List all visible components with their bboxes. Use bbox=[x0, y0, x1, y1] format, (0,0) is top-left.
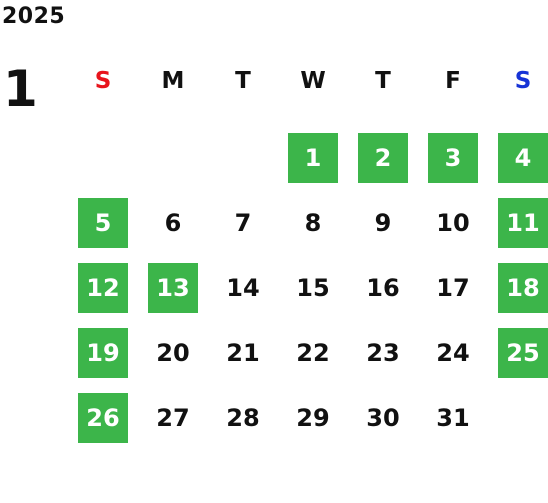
day-cell: 31 bbox=[436, 403, 470, 432]
day-cell: 10 bbox=[436, 208, 470, 237]
month-number: 1 bbox=[3, 60, 38, 118]
holiday-day-cell: 4 bbox=[498, 132, 548, 183]
calendar-cell: 30 bbox=[348, 385, 418, 450]
holiday-day-cell: 12 bbox=[78, 262, 128, 313]
calendar-cell: 16 bbox=[348, 255, 418, 320]
calendar-cell bbox=[208, 125, 278, 190]
calendar-cell: 13 bbox=[138, 255, 208, 320]
calendar-cell: 25 bbox=[488, 320, 548, 385]
calendar-cell: 20 bbox=[138, 320, 208, 385]
calendar-cell: 24 bbox=[418, 320, 488, 385]
weekday-header-sunday: S bbox=[94, 68, 112, 94]
calendar-cell: 10 bbox=[418, 190, 488, 255]
calendar-cell: 22 bbox=[278, 320, 348, 385]
day-cell: 28 bbox=[226, 403, 260, 432]
day-cell: 14 bbox=[226, 273, 260, 302]
calendar-cell: 17 bbox=[418, 255, 488, 320]
calendar-cell: 2 bbox=[348, 125, 418, 190]
holiday-day-cell: 25 bbox=[498, 327, 548, 378]
day-cell: 21 bbox=[226, 338, 260, 367]
holiday-day-cell: 3 bbox=[428, 132, 478, 183]
calendar-cell: 6 bbox=[138, 190, 208, 255]
day-cell: 16 bbox=[366, 273, 400, 302]
day-cell: 20 bbox=[156, 338, 190, 367]
calendar-cell: 23 bbox=[348, 320, 418, 385]
calendar-cell: 27 bbox=[138, 385, 208, 450]
calendar-cell: 1 bbox=[278, 125, 348, 190]
calendar-cell: 3 bbox=[418, 125, 488, 190]
weekday-header-wednesday: W bbox=[300, 68, 326, 94]
holiday-day-cell: 19 bbox=[78, 327, 128, 378]
calendar-cell: 4 bbox=[488, 125, 548, 190]
calendar-cell: 11 bbox=[488, 190, 548, 255]
calendar-cell: 9 bbox=[348, 190, 418, 255]
calendar-cell bbox=[488, 385, 548, 450]
weekday-header-monday: M bbox=[161, 68, 185, 94]
calendar-cell: 7 bbox=[208, 190, 278, 255]
day-cell: 24 bbox=[436, 338, 470, 367]
weekday-header-tuesday: T bbox=[235, 68, 251, 94]
calendar-cell: 29 bbox=[278, 385, 348, 450]
weekday-header-friday: F bbox=[445, 68, 461, 94]
holiday-day-cell: 18 bbox=[498, 262, 548, 313]
weekday-header-thursday: T bbox=[375, 68, 391, 94]
calendar-cell: 19 bbox=[68, 320, 138, 385]
day-cell: 30 bbox=[366, 403, 400, 432]
day-cell: 27 bbox=[156, 403, 190, 432]
calendar-cell: 31 bbox=[418, 385, 488, 450]
day-cell: 17 bbox=[436, 273, 470, 302]
calendar-cell: 28 bbox=[208, 385, 278, 450]
calendar-cell: 18 bbox=[488, 255, 548, 320]
calendar-cell: 8 bbox=[278, 190, 348, 255]
day-cell: 29 bbox=[296, 403, 330, 432]
calendar-cell bbox=[138, 125, 208, 190]
holiday-day-cell: 5 bbox=[78, 197, 128, 248]
day-cell: 23 bbox=[366, 338, 400, 367]
holiday-day-cell: 26 bbox=[78, 392, 128, 443]
day-cell: 7 bbox=[234, 208, 252, 237]
calendar-cell: 5 bbox=[68, 190, 138, 255]
calendar-cell: 14 bbox=[208, 255, 278, 320]
calendar-cell bbox=[68, 125, 138, 190]
holiday-day-cell: 1 bbox=[288, 132, 338, 183]
calendar-cell: 26 bbox=[68, 385, 138, 450]
day-cell: 15 bbox=[296, 273, 330, 302]
calendar-cell: 15 bbox=[278, 255, 348, 320]
day-cell: 6 bbox=[164, 208, 182, 237]
weekday-header-saturday: S bbox=[514, 68, 532, 94]
year-label: 2025 bbox=[2, 4, 66, 29]
holiday-day-cell: 11 bbox=[498, 197, 548, 248]
day-cell: 8 bbox=[304, 208, 322, 237]
holiday-day-cell: 2 bbox=[358, 132, 408, 183]
calendar-cell: 12 bbox=[68, 255, 138, 320]
calendar-cell: 21 bbox=[208, 320, 278, 385]
day-cell: 9 bbox=[374, 208, 392, 237]
holiday-day-cell: 13 bbox=[148, 262, 198, 313]
day-cell: 22 bbox=[296, 338, 330, 367]
